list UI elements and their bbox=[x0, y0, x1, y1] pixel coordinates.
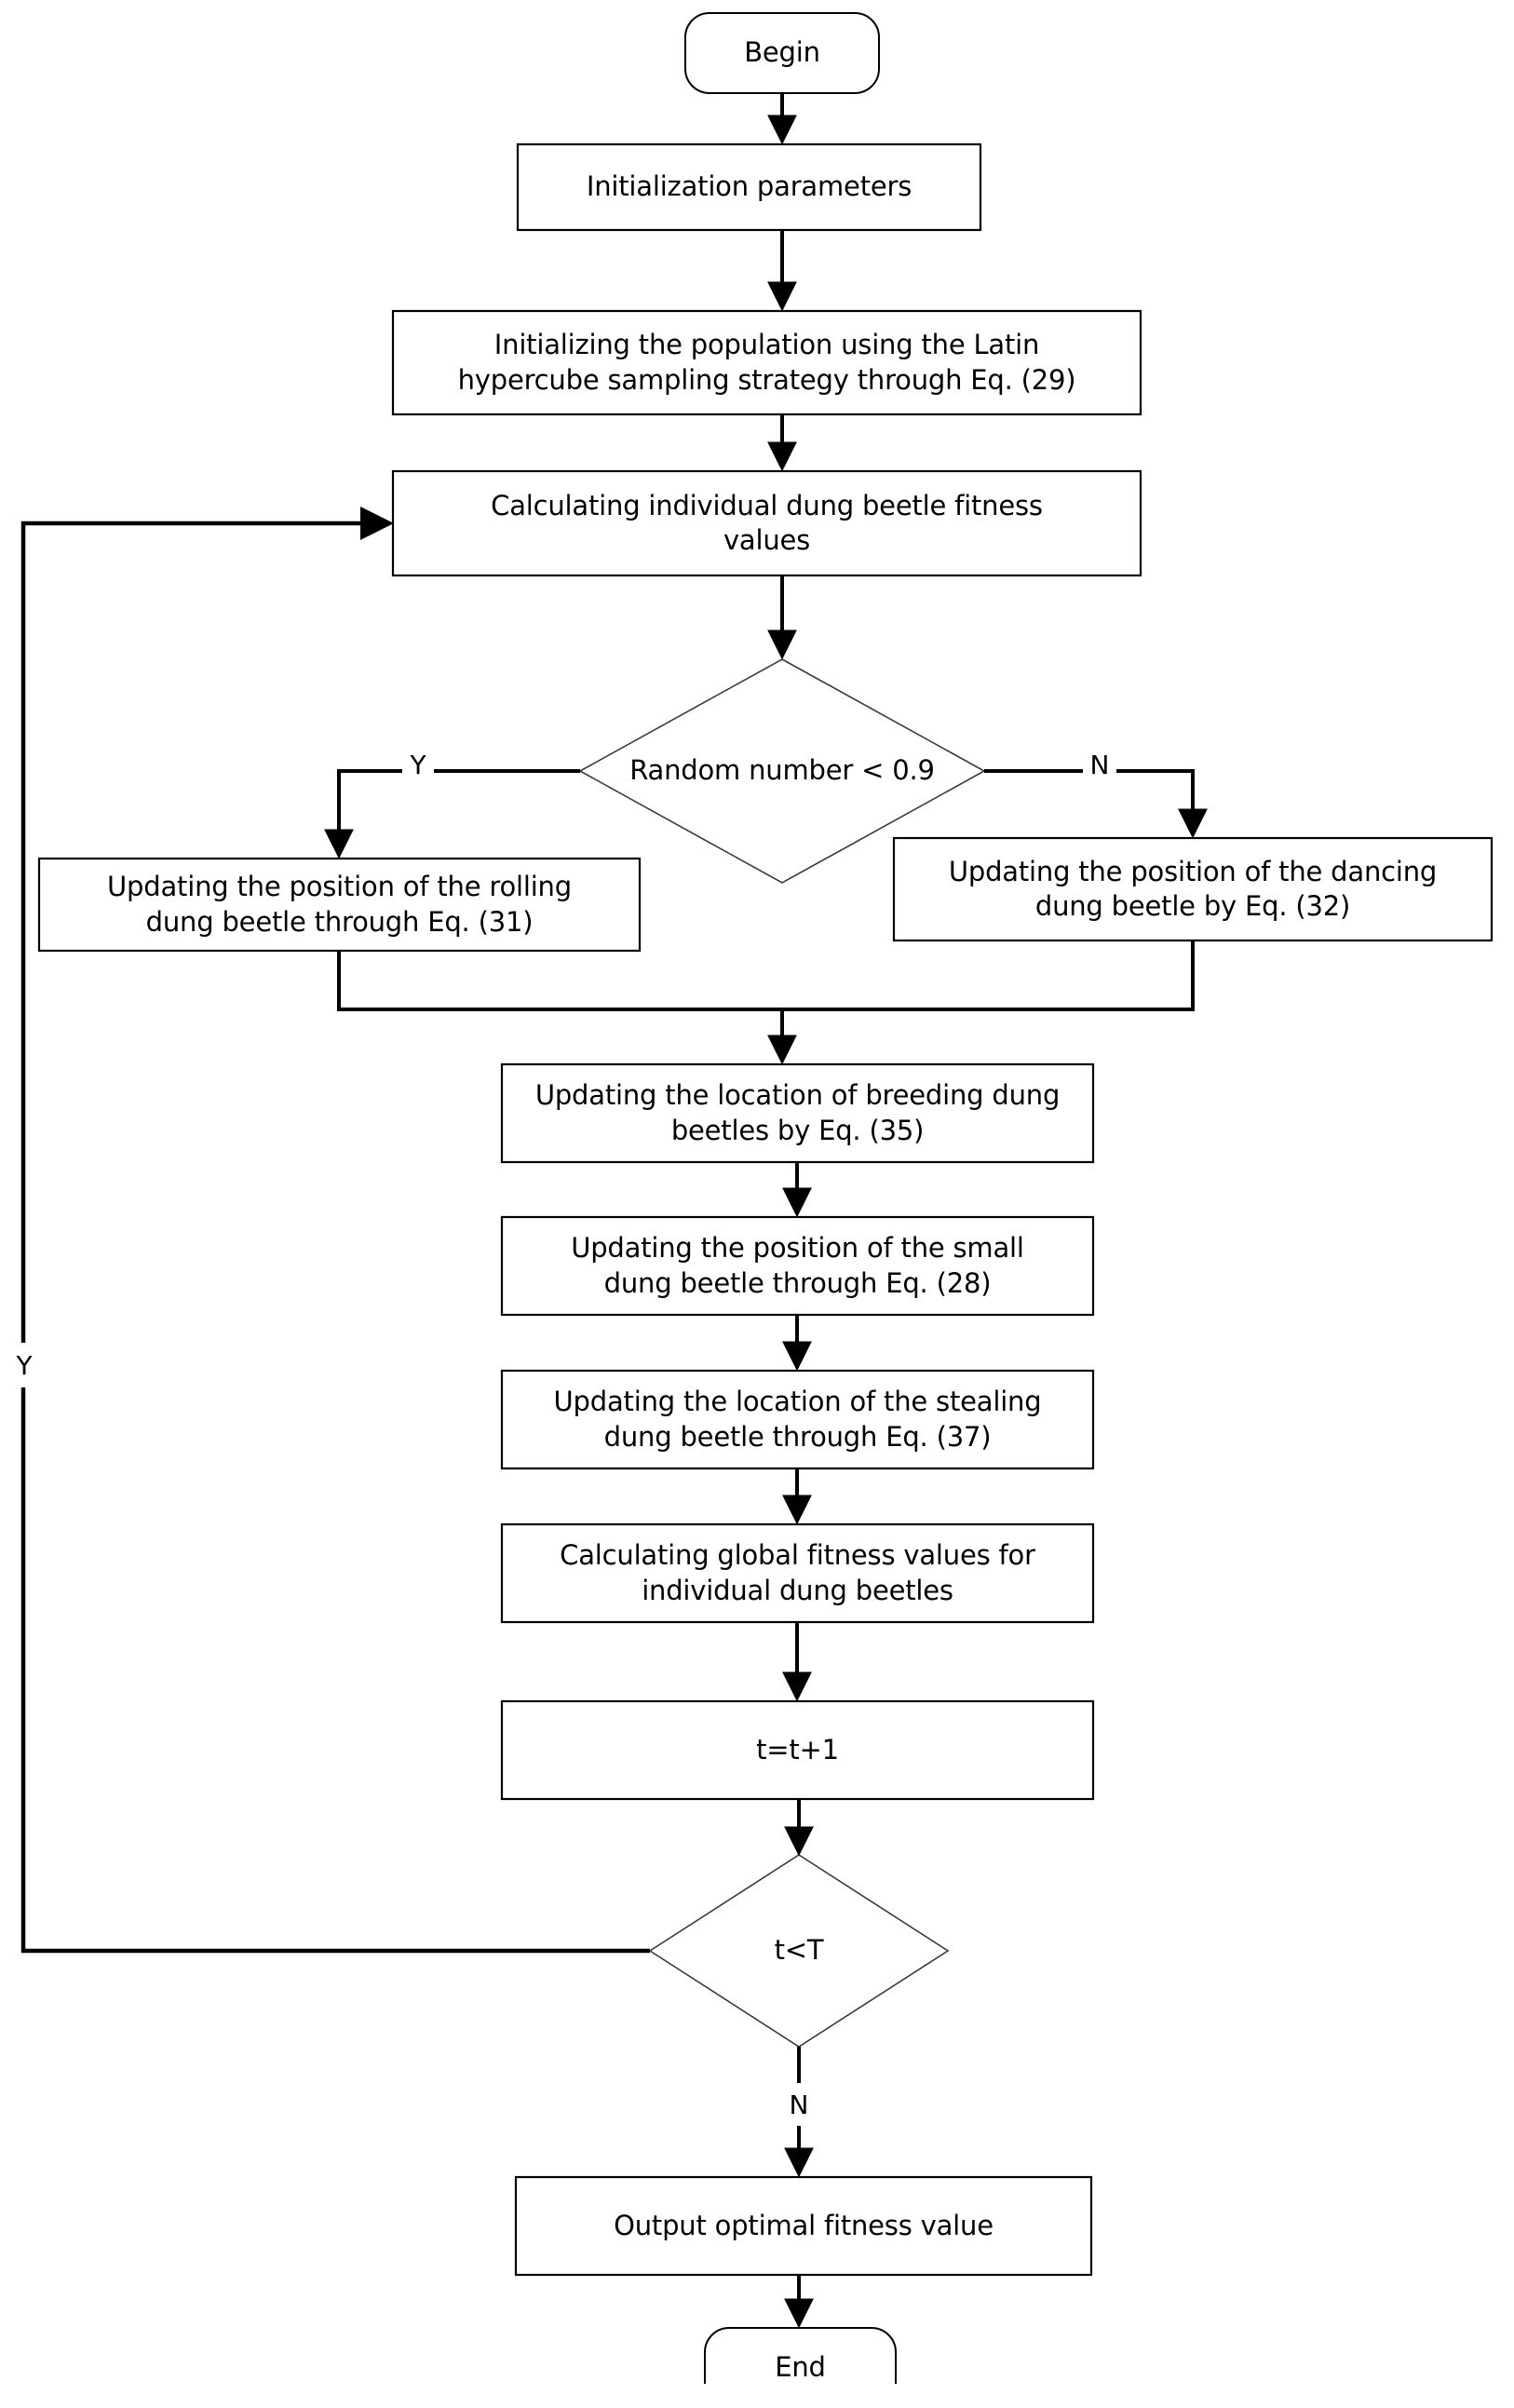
edge-decision-no-to-dancing bbox=[984, 769, 1208, 839]
edge-dancing-to-merge bbox=[782, 940, 1195, 1011]
node-output-shape[interactable] bbox=[514, 2175, 1093, 2277]
node-breeding-shape[interactable] bbox=[500, 1062, 1095, 1164]
node-increment[interactable] bbox=[502, 1701, 1093, 1799]
node-calc-fitness-shape[interactable] bbox=[391, 469, 1142, 577]
edge-decision-yes-to-rolling bbox=[324, 769, 580, 859]
node-begin[interactable] bbox=[685, 13, 879, 93]
node-end[interactable] bbox=[705, 2328, 896, 2408]
node-increment-shape[interactable] bbox=[500, 1699, 1095, 1801]
edge-label-random-yes: Y bbox=[402, 745, 434, 784]
node-rolling[interactable] bbox=[39, 859, 640, 951]
node-init-params[interactable] bbox=[518, 144, 980, 230]
node-output[interactable] bbox=[516, 2177, 1091, 2275]
node-stealing[interactable] bbox=[502, 1371, 1093, 1468]
node-stealing-shape[interactable] bbox=[500, 1369, 1095, 1470]
node-init-params-shape[interactable] bbox=[516, 142, 982, 232]
edge-rolling-to-merge bbox=[337, 951, 782, 1011]
node-random-check-shape[interactable] bbox=[578, 658, 986, 884]
node-calc-fitness[interactable] bbox=[393, 471, 1141, 575]
node-small[interactable] bbox=[502, 1217, 1093, 1315]
edge-label-loop-yes: Y bbox=[7, 1343, 41, 1387]
node-breeding[interactable] bbox=[502, 1064, 1093, 1162]
node-global-fitness[interactable] bbox=[502, 1524, 1093, 1622]
edge-loop-yes-feedback bbox=[20, 507, 650, 1954]
node-dancing[interactable] bbox=[894, 838, 1492, 940]
node-dancing-shape[interactable] bbox=[892, 836, 1494, 942]
edge-label-random-no: N bbox=[1083, 745, 1116, 784]
node-loop-check[interactable] bbox=[650, 1855, 948, 2047]
edge-label-loop-no: N bbox=[782, 2083, 816, 2126]
node-small-shape[interactable] bbox=[500, 1215, 1095, 1317]
node-init-population[interactable] bbox=[393, 311, 1141, 414]
node-init-population-shape[interactable] bbox=[391, 309, 1142, 416]
node-global-fitness-shape[interactable] bbox=[500, 1522, 1095, 1624]
